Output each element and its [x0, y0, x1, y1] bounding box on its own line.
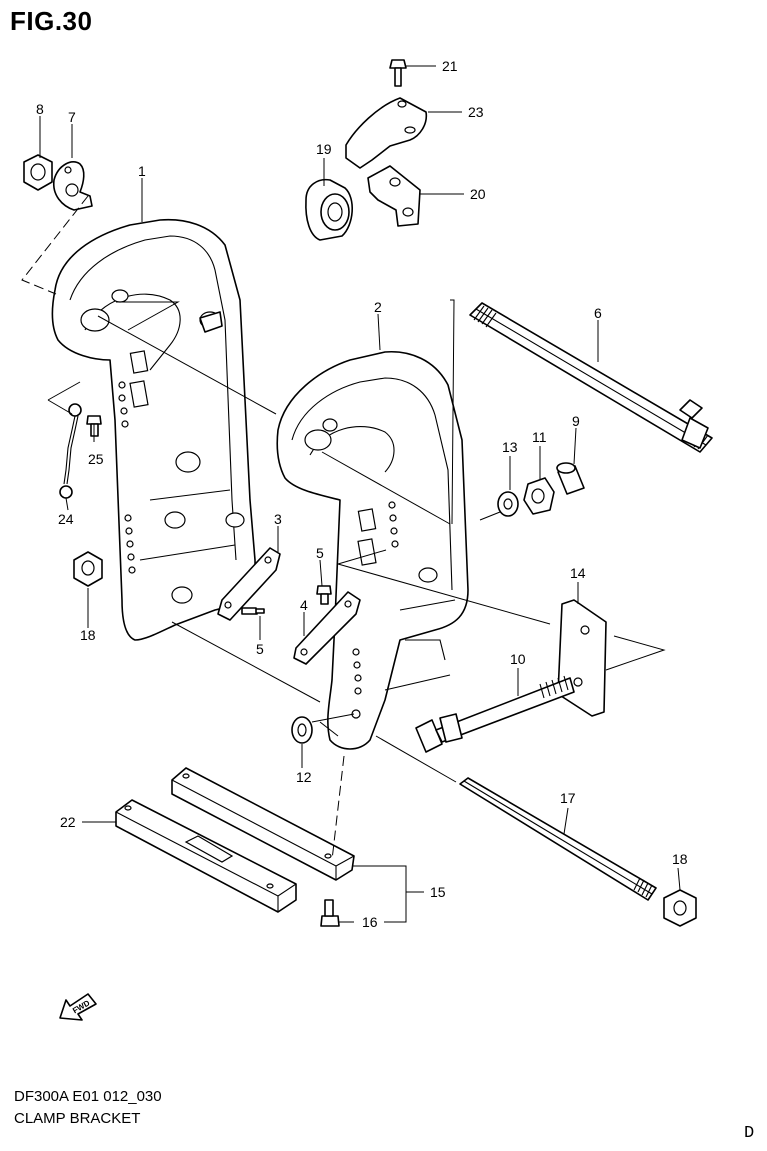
corner-letter: D: [744, 1124, 755, 1143]
callout-labels: 1 2 3 4 5 5 6 7 8 9 10 11 12 13 14 15 16…: [36, 58, 688, 930]
figure-title: FIG.30: [10, 6, 93, 36]
part-22-pad: [115, 799, 297, 913]
part-15-pad: [171, 767, 355, 881]
callout-4: 4: [300, 597, 308, 613]
part-18-nut-right: [663, 889, 697, 927]
callout-8: 8: [36, 101, 44, 117]
part-5-screw-upper: [316, 585, 332, 605]
callout-18-left: 18: [80, 627, 96, 643]
callout-18-right: 18: [672, 851, 688, 867]
part-5-screw-lower: [241, 607, 265, 615]
leader-lines: [39, 65, 681, 923]
callout-21: 21: [442, 58, 458, 74]
part-7-grease-nipple-plate: [52, 161, 93, 211]
part-3-plate: [217, 547, 281, 621]
fwd-arrow-icon: FWD: [59, 993, 97, 1021]
callout-6: 6: [594, 305, 602, 321]
clamp-bracket-right: [276, 350, 469, 750]
part-23-cover: [345, 97, 428, 169]
callout-10: 10: [510, 651, 526, 667]
callout-3: 3: [274, 511, 282, 527]
part-4-plate: [293, 591, 361, 665]
callout-7: 7: [68, 109, 76, 125]
part-14-spacer-plate: [557, 599, 607, 717]
callout-9: 9: [572, 413, 580, 429]
callout-12: 12: [296, 769, 312, 785]
part-9-bushing: [556, 462, 585, 495]
part-13-washer: [497, 491, 519, 517]
part-24-ground-wire: [59, 403, 82, 499]
callout-2: 2: [374, 299, 382, 315]
callout-5-upper: 5: [316, 545, 324, 561]
callout-14: 14: [570, 565, 586, 581]
callout-25: 25: [88, 451, 104, 467]
callout-22: 22: [60, 814, 76, 830]
bracket-left-tilt-holes: [118, 381, 136, 574]
part-20-plate: [367, 165, 421, 227]
part-19-grommet: [305, 178, 353, 241]
callout-13: 13: [502, 439, 518, 455]
callout-19: 19: [316, 141, 332, 157]
part-16-bolt: [320, 899, 340, 927]
diagram-title: CLAMP BRACKET: [14, 1110, 141, 1127]
callout-16: 16: [362, 914, 378, 930]
callout-11: 11: [532, 429, 547, 445]
part-25-screw: [86, 415, 102, 437]
callout-15: 15: [430, 884, 446, 900]
callout-20: 20: [470, 186, 486, 202]
model-code: DF300A E01 012_030: [14, 1088, 162, 1105]
callout-24: 24: [58, 511, 74, 527]
part-21-bolt: [389, 59, 407, 87]
part-11-nut: [523, 477, 555, 515]
tilt-tube: [469, 302, 713, 453]
part-17-shaft: [459, 777, 657, 901]
callout-23: 23: [468, 104, 484, 120]
callout-5-lower: 5: [256, 641, 264, 657]
part-10-bolt: [415, 675, 575, 753]
callout-17: 17: [560, 790, 576, 806]
callout-1: 1: [138, 163, 146, 179]
part-12-washer: [291, 716, 313, 744]
assembly-lines: [21, 195, 666, 861]
part-8-nut: [23, 154, 53, 191]
part-18-nut-left: [73, 551, 103, 587]
clamp-bracket-left: [51, 218, 256, 641]
